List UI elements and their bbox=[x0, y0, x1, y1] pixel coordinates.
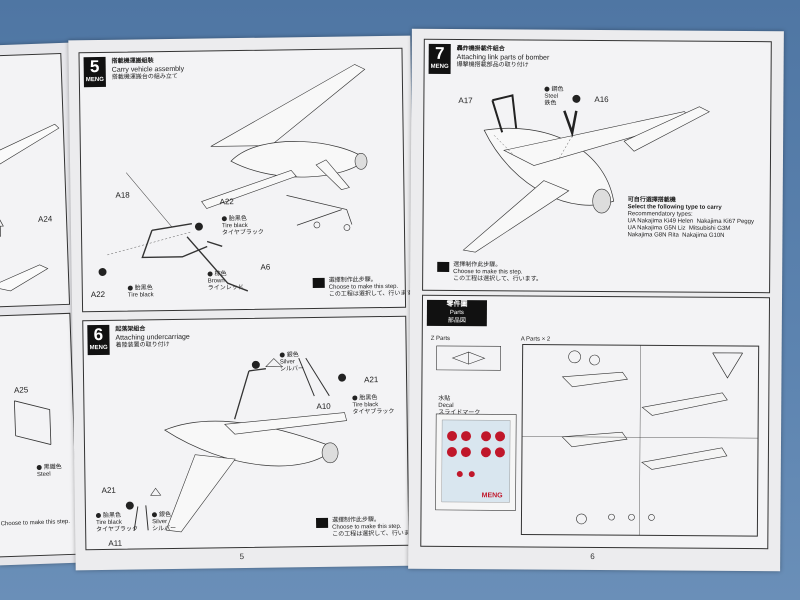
bomber-link-parts-drawing bbox=[437, 94, 710, 272]
page-number: 6 bbox=[590, 551, 595, 561]
part-label-a21: A21 bbox=[364, 375, 379, 385]
part-label-a22-2: A22 bbox=[90, 289, 106, 300]
decal-brand-mark: MENG bbox=[481, 492, 503, 500]
part-label-a18: A18 bbox=[115, 190, 130, 200]
part-label-a17: A17 bbox=[458, 96, 473, 106]
stand-drawing bbox=[13, 400, 52, 445]
optional-step-note: 選擇制作此步驟。Choose to make this step.この工程は選択… bbox=[453, 262, 543, 283]
step-7-panel: 7 MENG 轟炸機掛載件組合 Attaching link parts of … bbox=[422, 38, 772, 294]
carry-vehicle-assembly-drawing bbox=[98, 64, 368, 292]
part-label-a11: A11 bbox=[108, 538, 123, 548]
optional-step-note: 選擇制作此步驟。Choose to make this step.この工程は選択… bbox=[328, 277, 418, 298]
step-6-panel: 6 MENG 起落架組合 Attaching undercarriage 着陸装… bbox=[82, 315, 421, 551]
parts-panel: 零件圖 Parts 部品図 Z Parts A Parts × 2 bbox=[420, 294, 771, 550]
recommend-box: 可自行選擇搭載機 Select the following type to ca… bbox=[627, 197, 755, 239]
parts-sprue-drawing bbox=[435, 343, 760, 537]
aircraft-wing-drawing bbox=[0, 123, 60, 292]
instruction-page-6: 7 MENG 轟炸機掛載件組合 Attaching link parts of … bbox=[408, 28, 784, 572]
page-number: 5 bbox=[239, 552, 245, 562]
part-label-a6: A6 bbox=[260, 262, 271, 272]
step-panel-fragment-top: A24 bbox=[0, 52, 71, 308]
undercarriage-drawing bbox=[125, 357, 348, 533]
part-label-a21-2: A21 bbox=[101, 485, 116, 495]
part-label-a10: A10 bbox=[316, 401, 331, 411]
part-label: A24 bbox=[37, 214, 53, 224]
part-label-a16: A16 bbox=[594, 94, 609, 105]
step-5-panel: 5 MENG 搭載機運搬組裝 Carry vehicle assembly 搭載… bbox=[78, 47, 418, 313]
part-label-a22: A22 bbox=[219, 197, 234, 207]
instruction-page-5: 5 MENG 搭載機運搬組裝 Carry vehicle assembly 搭載… bbox=[68, 35, 421, 571]
